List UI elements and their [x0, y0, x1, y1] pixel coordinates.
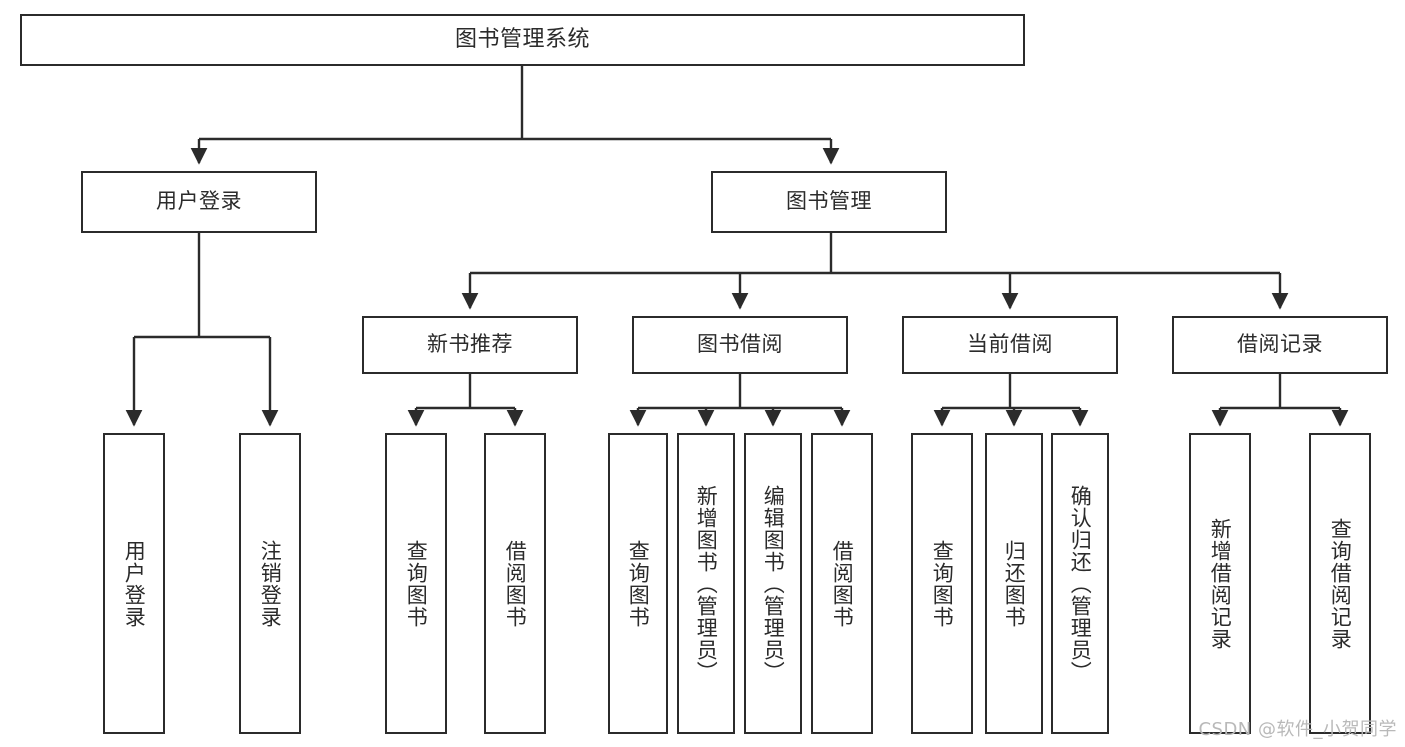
- csdn-watermark: CSDN @软件_小贺同学: [1198, 719, 1397, 740]
- node-borrow-records-label: 借阅记录: [1237, 332, 1323, 357]
- node-root-system[interactable]: 图书管理系统: [20, 14, 1025, 66]
- leaf-add-borrow-record-label: 新增借阅记录: [1208, 517, 1233, 650]
- leaf-add-book-admin[interactable]: 新增图书（管理员）: [677, 433, 735, 734]
- leaf-return-book-label: 归还图书: [1002, 539, 1027, 628]
- leaf-query-book-newbook-label: 查询图书: [404, 539, 429, 628]
- leaf-query-book-newbook[interactable]: 查询图书: [385, 433, 447, 734]
- leaf-query-book-borrow[interactable]: 查询图书: [608, 433, 668, 734]
- leaf-confirm-return-admin-label: 确认归还（管理员）: [1068, 484, 1093, 683]
- node-current-borrow[interactable]: 当前借阅: [902, 316, 1118, 374]
- node-book-borrow[interactable]: 图书借阅: [632, 316, 848, 374]
- leaf-borrow-book-newbook[interactable]: 借阅图书: [484, 433, 546, 734]
- node-borrow-records[interactable]: 借阅记录: [1172, 316, 1388, 374]
- node-book-borrow-label: 图书借阅: [697, 332, 783, 357]
- leaf-query-borrow-record-label: 查询借阅记录: [1328, 517, 1353, 650]
- node-book-management[interactable]: 图书管理: [711, 171, 947, 233]
- leaf-query-book-current[interactable]: 查询图书: [911, 433, 973, 734]
- node-current-borrow-label: 当前借阅: [967, 332, 1053, 357]
- leaf-query-book-borrow-label: 查询图书: [626, 539, 651, 628]
- leaf-edit-book-admin-label: 编辑图书（管理员）: [761, 484, 786, 683]
- leaf-logout-label: 注销登录: [258, 539, 283, 628]
- leaf-logout[interactable]: 注销登录: [239, 433, 301, 734]
- node-user-login-label: 用户登录: [156, 189, 242, 214]
- node-book-management-label: 图书管理: [786, 189, 872, 214]
- leaf-add-borrow-record[interactable]: 新增借阅记录: [1189, 433, 1251, 734]
- leaf-confirm-return-admin[interactable]: 确认归还（管理员）: [1051, 433, 1109, 734]
- leaf-user-login[interactable]: 用户登录: [103, 433, 165, 734]
- leaf-borrow-book[interactable]: 借阅图书: [811, 433, 873, 734]
- node-root-system-label: 图书管理系统: [454, 26, 590, 52]
- leaf-query-book-current-label: 查询图书: [930, 539, 955, 628]
- node-new-book-recommend-label: 新书推荐: [427, 332, 513, 357]
- leaf-return-book[interactable]: 归还图书: [985, 433, 1043, 734]
- leaf-add-book-admin-label: 新增图书（管理员）: [694, 484, 719, 683]
- leaf-query-borrow-record[interactable]: 查询借阅记录: [1309, 433, 1371, 734]
- leaf-borrow-book-newbook-label: 借阅图书: [503, 539, 528, 628]
- node-new-book-recommend[interactable]: 新书推荐: [362, 316, 578, 374]
- node-user-login[interactable]: 用户登录: [81, 171, 317, 233]
- leaf-user-login-label: 用户登录: [122, 539, 147, 628]
- leaf-borrow-book-label: 借阅图书: [830, 539, 855, 628]
- leaf-edit-book-admin[interactable]: 编辑图书（管理员）: [744, 433, 802, 734]
